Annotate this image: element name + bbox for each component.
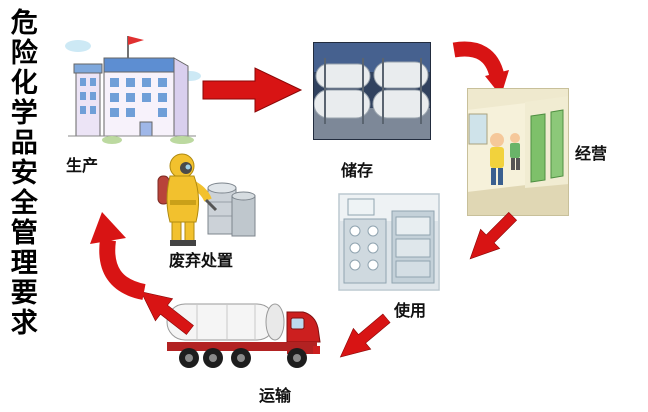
storage-label: 储存	[341, 161, 374, 180]
arrow-use-to-transport-icon	[329, 306, 397, 370]
operation-corridor-illustration-icon	[467, 88, 569, 216]
hazmat-worker-illustration-icon	[152, 148, 257, 248]
tanker-truck-illustration-icon	[163, 298, 321, 376]
use-label: 使用	[394, 301, 427, 320]
factory-illustration-icon	[62, 32, 202, 150]
operation-label: 经营	[575, 144, 608, 163]
use-equipment-illustration-icon	[338, 193, 440, 291]
arrow-production-to-storage-icon	[202, 64, 304, 116]
page-title: 危险化学品安全管理要求	[5, 8, 37, 338]
arrow-operation-to-use-icon	[458, 205, 524, 271]
storage-tanks-illustration-icon	[313, 42, 431, 140]
production-label: 生产	[66, 156, 99, 175]
transport-label: 运输	[259, 386, 292, 405]
arrow-disposal-to-production-icon	[86, 210, 158, 300]
arrow-transport-to-disposal-icon	[130, 278, 201, 343]
disposal-label: 废弃处置	[169, 251, 234, 270]
